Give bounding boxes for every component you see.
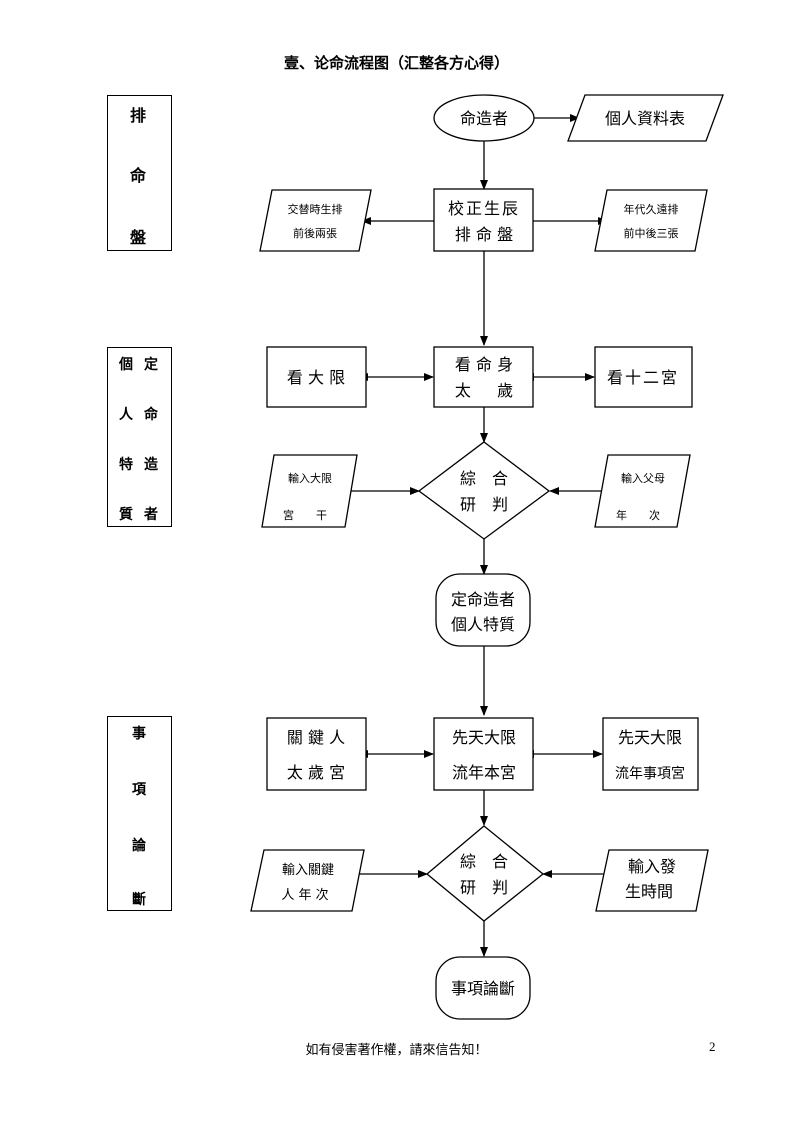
node-label: 綜 合 — [460, 469, 508, 488]
node-label: 宮 干 — [283, 508, 327, 522]
section-char: 者 — [144, 507, 158, 523]
shapes — [250, 94, 724, 1020]
olden-parallelogram — [594, 189, 708, 252]
calibrate-box — [433, 188, 534, 252]
node-label: 輸入發 — [628, 857, 676, 876]
node-label: 看十二宮 — [607, 368, 679, 387]
input-event-parallelogram — [595, 849, 709, 912]
section-char: 造 — [144, 457, 158, 473]
node-label: 太 歲 宮 — [287, 763, 345, 782]
section-label-chart: 排 命 盤 — [107, 95, 172, 251]
node-label: 命造者 — [460, 109, 508, 128]
section-char: 斷 — [132, 892, 146, 908]
node-label: 排 命 盤 — [455, 225, 513, 244]
section-char: 盤 — [130, 228, 147, 247]
node-label: 先天大限 — [452, 728, 516, 747]
node-label: 關 鍵 人 — [287, 728, 345, 747]
node-label: 輸入關鍵 — [282, 862, 334, 878]
traits-box — [435, 573, 531, 647]
transition-parallelogram — [259, 189, 372, 252]
section-char: 質 — [119, 507, 133, 523]
node-label: 交替時生排 — [288, 202, 343, 216]
node-label: 校正生辰 — [448, 199, 520, 218]
node-label: 人 年 次 — [281, 887, 328, 903]
synthesis-diamond-1 — [417, 441, 551, 540]
node-label: 輸入父母 — [621, 471, 665, 485]
input-key-parallelogram — [250, 849, 365, 912]
input-parent-parallelogram — [594, 454, 691, 528]
node-label: 事項論斷 — [451, 979, 515, 998]
section-char: 命 — [130, 166, 147, 185]
twelve-palaces-box — [594, 346, 693, 408]
natal-box — [433, 717, 534, 791]
section-char: 事 — [132, 726, 146, 742]
input-daxian-parallelogram — [261, 454, 358, 528]
node-label: 定命造者 — [451, 590, 515, 609]
natal-events-box — [602, 717, 699, 791]
mingshen-box — [433, 346, 534, 408]
section-char: 特 — [119, 457, 133, 473]
section-label-judgment: 事 項 論 斷 — [107, 716, 172, 911]
start-ellipse — [433, 94, 535, 142]
node-label: 年 次 — [616, 508, 660, 522]
section-char: 排 — [130, 106, 147, 125]
node-label: 前後兩張 — [293, 226, 337, 240]
section-char: 項 — [132, 782, 146, 798]
node-label: 流年事項宮 — [615, 766, 685, 782]
node-label: 太 歲 — [455, 381, 513, 400]
node-label: 綜 合 — [460, 852, 508, 871]
page-number: 2 — [709, 1039, 716, 1054]
connectors — [345, 114, 609, 957]
node-label: 看 大 限 — [287, 368, 345, 387]
daxian-box — [266, 346, 367, 408]
node-label: 輸入大限 — [288, 471, 332, 485]
section-label-traits: 個 定 人 命 特 造 質 者 — [107, 347, 172, 527]
node-label: 流年本宮 — [452, 763, 516, 782]
judgment-box — [435, 956, 531, 1020]
node-label: 先天大限 — [618, 728, 682, 747]
node-label: 研 判 — [460, 495, 508, 514]
node-label: 前中後三張 — [624, 226, 679, 240]
node-label: 年代久遠排 — [624, 202, 679, 216]
section-char: 個 — [119, 357, 133, 373]
node-label: 研 判 — [460, 878, 508, 897]
node-labels: 命造者 個人資料表 校正生辰 排 命 盤 交替時生排 前後兩張 年代久遠排 前中… — [281, 109, 685, 998]
node-label: 個人資料表 — [605, 109, 685, 128]
section-char: 人 — [119, 407, 133, 423]
node-label: 個人特質 — [451, 615, 515, 634]
node-label: 看 命 身 — [455, 355, 513, 374]
synthesis-diamond-2 — [425, 825, 545, 922]
profile-parallelogram — [567, 94, 724, 142]
keyperson-box — [266, 717, 367, 791]
section-char: 命 — [144, 407, 158, 423]
node-label: 生時間 — [625, 882, 673, 901]
section-char: 定 — [144, 357, 158, 373]
footer-notice: 如有侵害著作權，請來信告知！ — [305, 1043, 488, 1058]
section-char: 論 — [132, 838, 146, 854]
page-title: 壹、论命流程图（汇整各方心得） — [283, 54, 509, 72]
